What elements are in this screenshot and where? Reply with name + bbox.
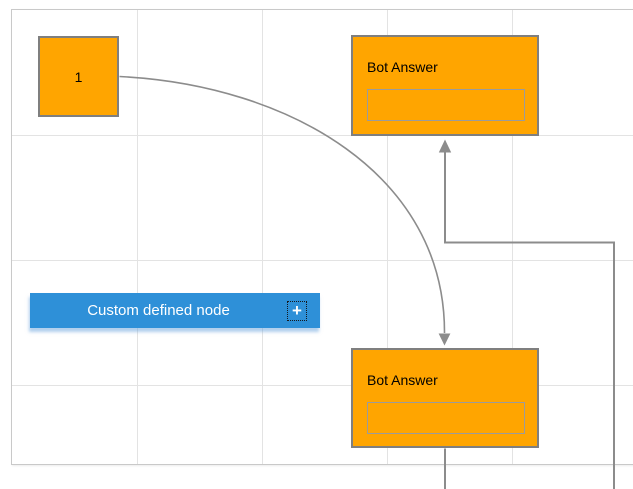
custom-node-label: Custom defined node — [87, 302, 230, 319]
grid-line — [262, 10, 263, 464]
node-source-square[interactable]: 1 — [38, 36, 119, 117]
grid-line — [12, 260, 633, 261]
node-custom-defined[interactable]: Custom defined node + — [30, 293, 320, 328]
grid-line — [12, 385, 633, 386]
plus-icon: + — [292, 301, 302, 320]
node-title: Bot Answer — [367, 59, 438, 75]
node-label: 1 — [74, 68, 83, 85]
node-bot-answer-top[interactable]: Bot Answer — [351, 35, 539, 136]
grid-line — [137, 10, 138, 464]
node-text-field[interactable] — [367, 89, 525, 121]
node-bot-answer-bottom[interactable]: Bot Answer — [351, 348, 539, 448]
add-button[interactable]: + — [287, 300, 307, 321]
node-title: Bot Answer — [367, 372, 438, 388]
grid-line — [12, 135, 633, 136]
node-text-field[interactable] — [367, 402, 525, 434]
